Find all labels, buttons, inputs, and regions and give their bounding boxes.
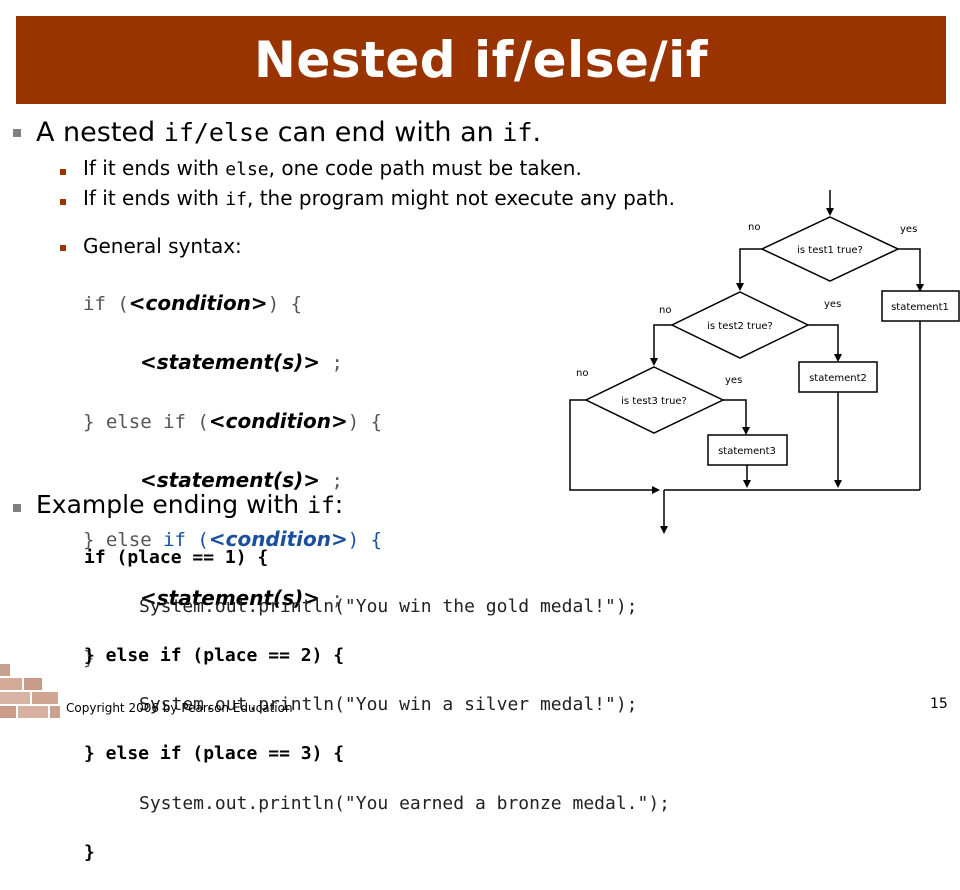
sub1-code-else: else [225,159,269,180]
sub1-text-post: , one code path must be taken. [268,156,582,180]
syntax-line-3: } else if (<condition>) { [83,409,383,433]
decision-test2 [670,291,810,359]
syntax-condition: <condition> [208,409,348,433]
sub2-text-pre: If it ends with [83,186,226,210]
page-number: 15 [930,696,948,712]
bullet-nested-if-else: A nested if/else can end with an if. [36,117,541,149]
yes-arrow-3 [723,399,750,435]
statement3-box [707,434,788,466]
example-label-pre: Example ending with [36,490,308,519]
syntax-line-6: <statement(s)> ; [140,586,343,610]
syntax-statement: <statement(s)> [140,586,320,610]
bullet1-code-if: if [502,118,533,147]
bullet1-code-if-else: if/else [163,118,270,147]
bullet-example: Example ending with if: [36,489,343,522]
slide-title: Nested if/else/if [253,31,709,89]
sub1-text-pre: If it ends with [83,156,226,180]
syntax-condition: <condition> [128,291,268,315]
flowchart-diagram: is test1 true? yes statement1 no is test… [569,190,960,534]
code-line: } else if (place == 2) { [84,644,345,666]
code-line: System.out.println("You earned a bronze … [139,792,671,814]
syntax-statement: <statement(s)> [140,468,320,492]
bullet-marker [13,129,21,137]
syntax-label: General syntax: [83,234,242,258]
yes-label-3: yes [725,375,742,386]
no-arrow-3 [569,399,660,494]
syntax-block: if (<condition>) { <statement(s)> ; } el… [83,260,382,702]
syntax-line-7: } [83,647,95,669]
syntax-line-5: } else if (<condition>) { [83,527,383,551]
sub2-code-if: if [225,189,247,210]
no-arrow-2 [650,324,672,366]
statement1-box [881,290,960,322]
decision-test1 [760,216,900,282]
code-line: } else if (place == 3) { [84,743,345,765]
statement3-label: statement3 [718,446,776,457]
copyright-footer: Copyright 2006 by Pearson Education [66,701,293,715]
sub-bullet-marker [60,245,66,251]
yes-arrow-1 [898,248,924,292]
decision-test2-label: is test2 true? [707,321,773,332]
syntax-condition: <condition> [208,527,348,551]
statement2-box [798,361,878,393]
code-line: System.out.println("You win the gold med… [139,595,638,617]
no-label-3: no [576,368,588,379]
no-label-1: no [748,222,760,233]
sub-bullet-if: If it ends with if, the program might no… [83,185,675,213]
bullet1-text-post: . [532,117,542,148]
sub-bullet-else: If it ends with else, one code path must… [83,155,582,183]
example-label-post: : [334,490,344,519]
syntax-line-4: <statement(s)> ; [140,468,343,492]
sub-bullet-marker [60,169,66,175]
no-arrow-1 [736,248,762,291]
syntax-line-1: if (<condition>) { [83,291,303,315]
decision-test3-label: is test3 true? [621,396,687,407]
statement1-label: statement1 [891,302,949,313]
bullet-marker [13,504,21,512]
example-label-code: if [307,493,335,519]
brick-decoration [0,664,60,718]
code-line: } [84,841,95,863]
statement2-label: statement2 [809,373,867,384]
title-bar: Nested if/else/if [16,16,946,104]
syntax-line-2: <statement(s)> ; [140,350,343,374]
bullet1-text-mid: can end with an [269,117,503,148]
no-label-2: no [659,305,671,316]
decision-test3 [584,366,725,434]
yes-label-1: yes [900,224,917,235]
sub2-text-post: , the program might not execute any path… [246,186,675,210]
bullet1-text-pre: A nested [36,117,164,148]
code-line: if (place == 1) { [84,546,269,568]
yes-arrow-2 [808,324,842,362]
code-line: System.out.println("You win a silver med… [139,694,638,716]
syntax-statement: <statement(s)> [140,350,320,374]
sub-bullet-marker [60,199,66,205]
decision-test1-label: is test1 true? [797,245,863,256]
yes-label-2: yes [824,299,841,310]
